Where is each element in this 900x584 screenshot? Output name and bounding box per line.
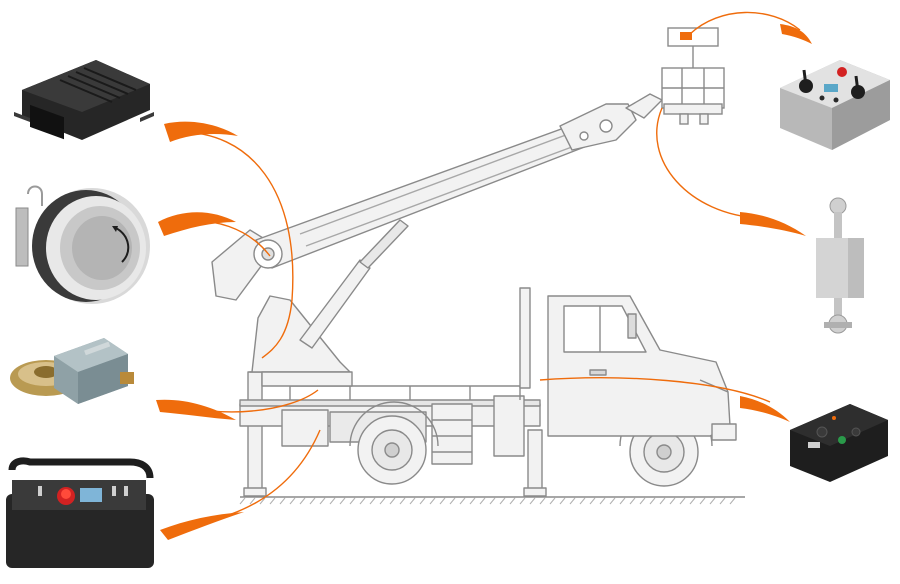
tool-box: [281, 409, 329, 447]
arrow-tip-ground-remote: [160, 512, 244, 540]
connector-load-cell: [656, 107, 761, 219]
arrow-tip-basket-panel: [780, 24, 812, 44]
arrow-tips: [156, 24, 812, 540]
truck: [239, 287, 737, 497]
rear-outrigger: [247, 371, 263, 493]
connector-cabin-panel: [539, 377, 771, 403]
arrow-tip-load-cell: [740, 212, 806, 236]
access-ladder: [431, 403, 473, 465]
cabin-control-panel-icon: [790, 404, 888, 482]
ground-line: [239, 496, 745, 505]
connector-basket-panel: [689, 11, 801, 35]
cable-reel-icon: [15, 185, 150, 304]
ground-remote-control-icon: [6, 457, 154, 568]
arrow-tip-cabin-panel: [740, 396, 790, 422]
turntable-column: [249, 295, 351, 373]
boom: [211, 93, 663, 387]
arrow-tip-cable-reel: [158, 212, 236, 236]
control-unit-icon: [14, 60, 154, 140]
basket: [661, 27, 725, 125]
arrow-tip-brake-sensor: [156, 399, 236, 420]
lift-cylinder: [299, 259, 371, 349]
brake-sensor-icon: [10, 338, 134, 404]
load-cell-icon: [816, 197, 864, 334]
arrow-tip-control-unit: [164, 121, 238, 142]
cabin-window: [563, 305, 647, 353]
front-outrigger: [527, 429, 543, 493]
connector-control-unit: [175, 131, 294, 359]
basket-control-panel-icon: [780, 60, 890, 150]
